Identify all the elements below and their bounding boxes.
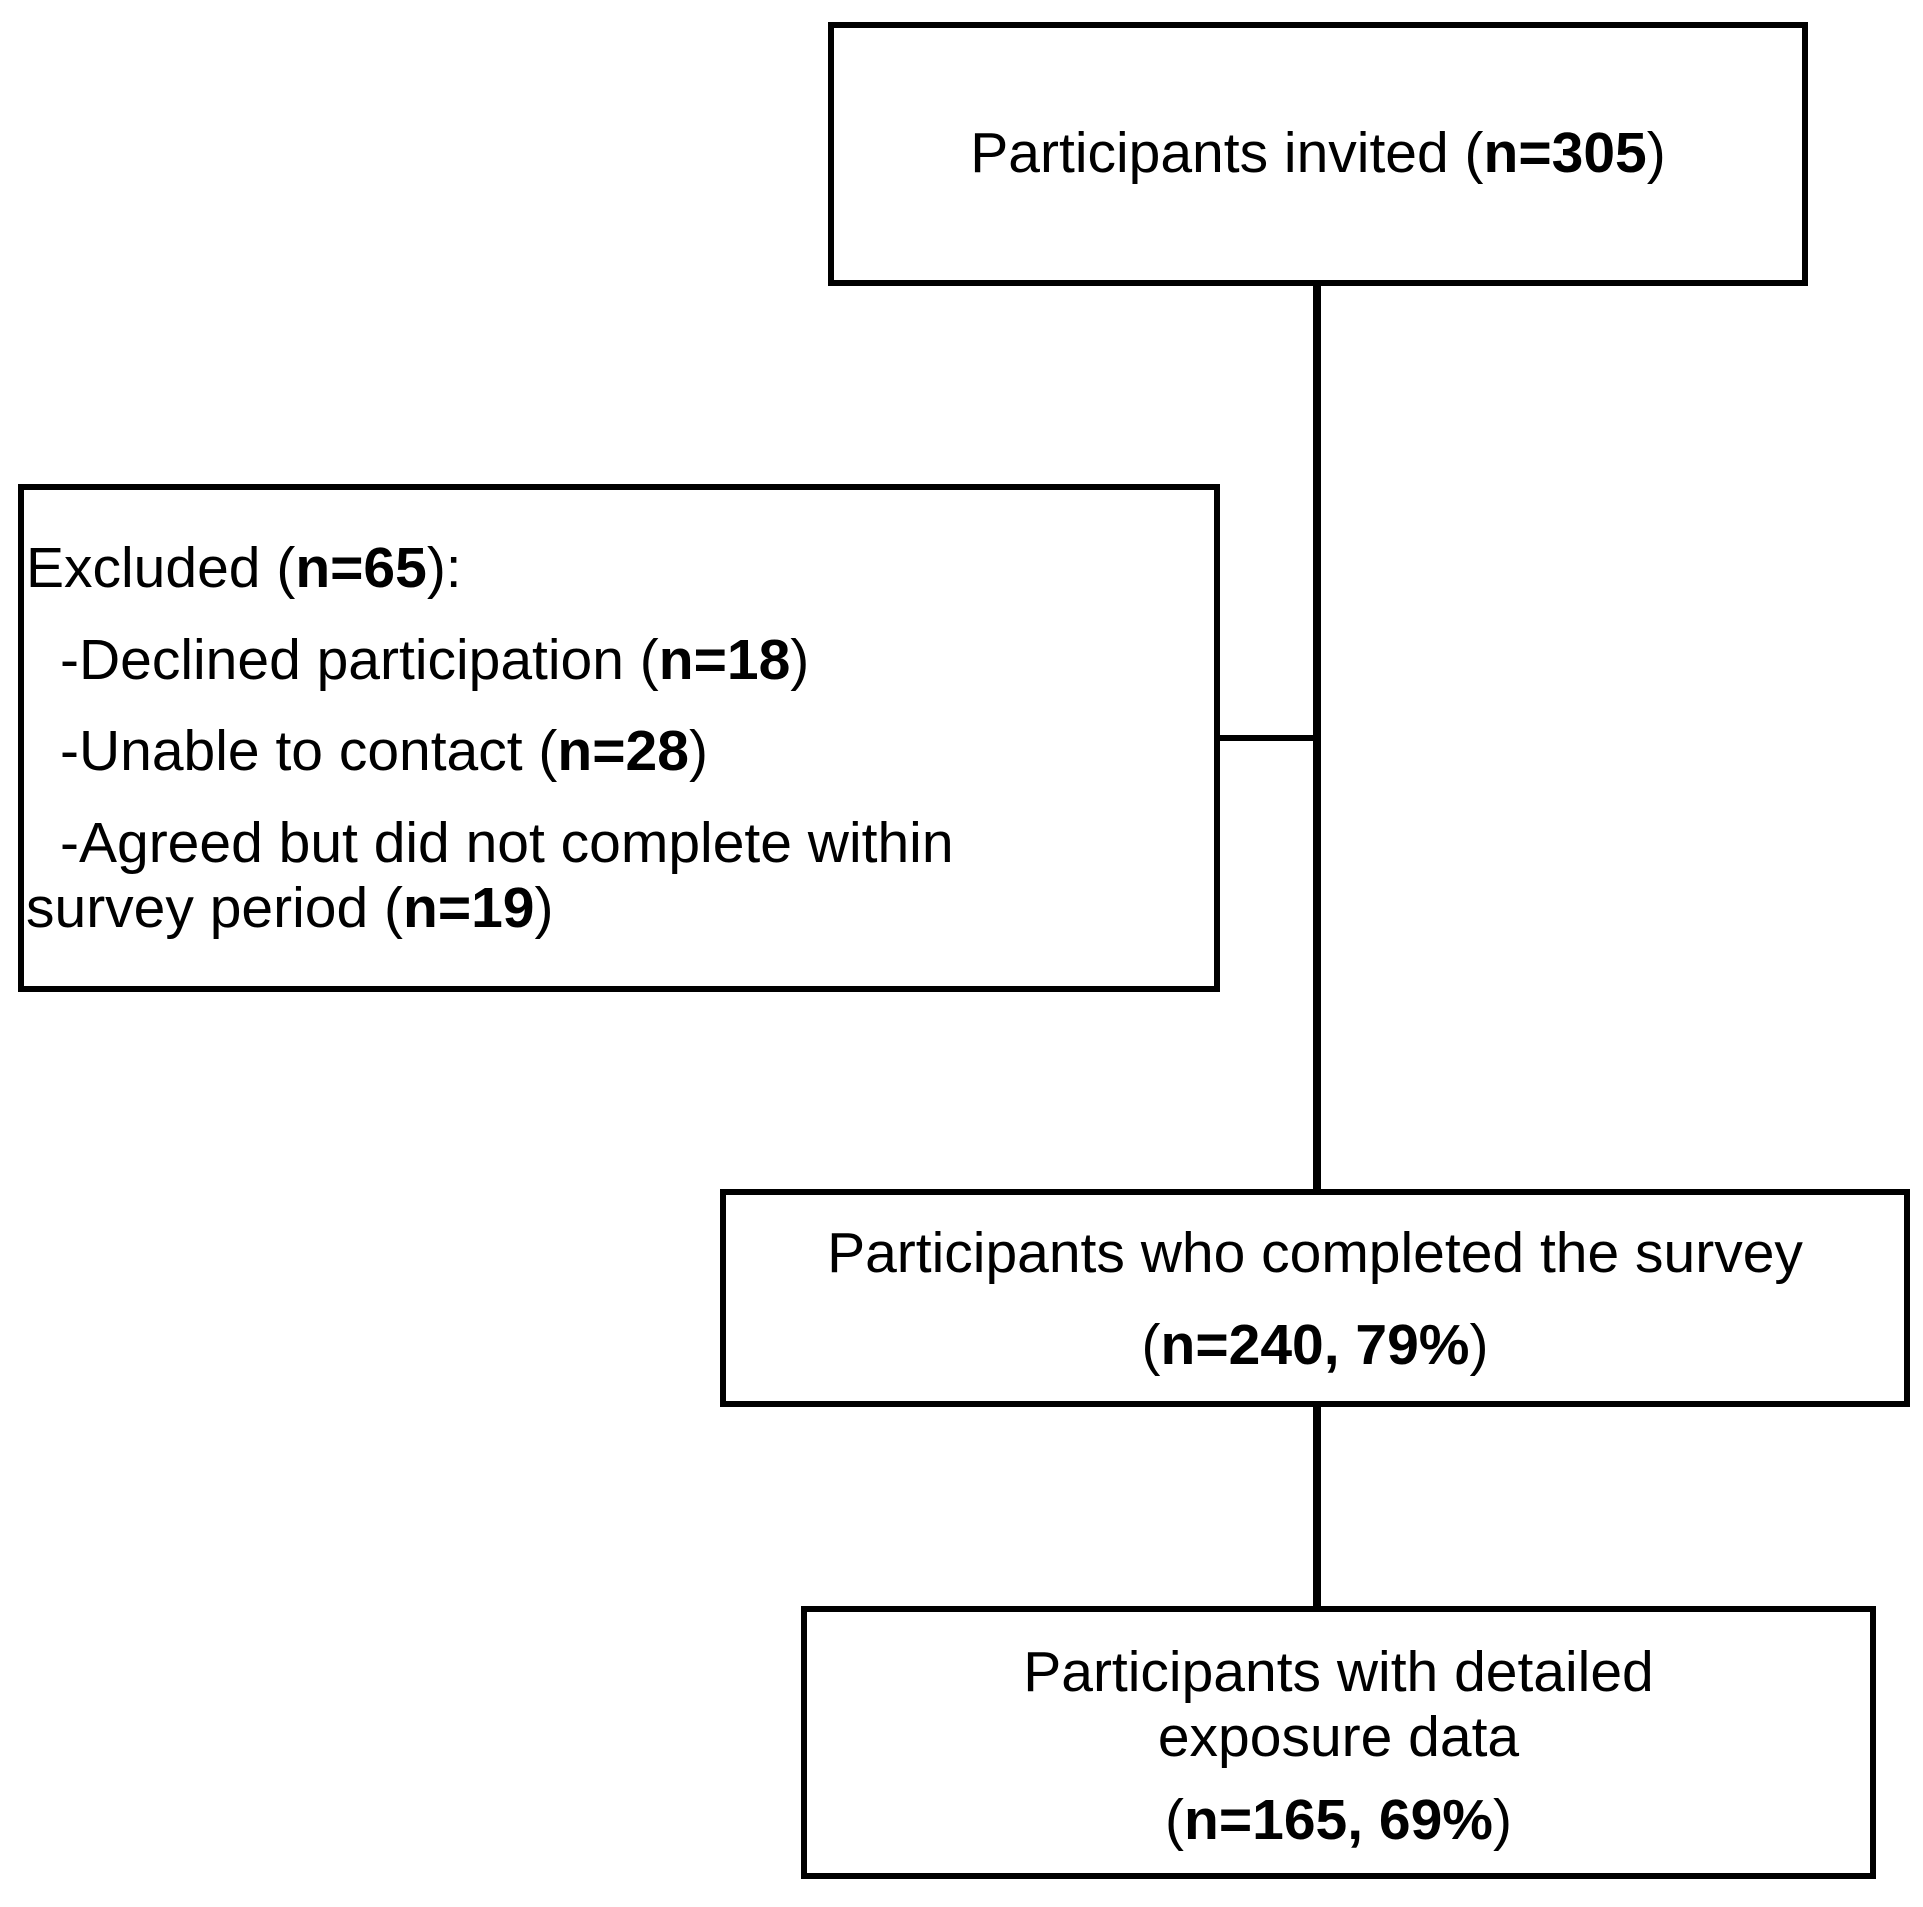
excluded-reason-unable-to-contact: -Unable to contact (n=28) bbox=[60, 723, 708, 780]
completed-box: Participants who completed the survey (n… bbox=[720, 1189, 1910, 1407]
reason-close: ) bbox=[534, 876, 554, 940]
detailed-label-line1: Participants with detailed bbox=[1023, 1640, 1654, 1704]
connector-invited-to-completed bbox=[1313, 286, 1321, 1189]
reason-label: -Unable to contact ( bbox=[60, 719, 558, 783]
reason-count: n=19 bbox=[403, 876, 535, 940]
excluded-close: ): bbox=[426, 536, 462, 600]
excluded-count: n=65 bbox=[295, 536, 427, 600]
invited-box: Participants invited (n=305) bbox=[828, 22, 1808, 286]
completed-open: ( bbox=[1141, 1313, 1161, 1377]
reason-count: n=28 bbox=[557, 719, 689, 783]
reason-label-cont: survey period ( bbox=[26, 876, 403, 940]
excluded-heading: Excluded (n=65): bbox=[26, 540, 462, 597]
reason-close: ) bbox=[688, 719, 708, 783]
completed-close: ) bbox=[1469, 1313, 1489, 1377]
excluded-reason-incomplete-line1: -Agreed but did not complete within bbox=[60, 811, 954, 875]
completed-label: Participants who completed the survey bbox=[827, 1221, 1803, 1285]
excluded-box: Excluded (n=65): -Declined participation… bbox=[18, 484, 1220, 992]
completed-count: n=240, 79% bbox=[1160, 1313, 1470, 1377]
reason-label: -Declined participation ( bbox=[60, 628, 659, 692]
invited-label: Participants invited ( bbox=[970, 121, 1484, 185]
detailed-exposure-box: Participants with detailed exposure data… bbox=[801, 1606, 1876, 1879]
connector-completed-to-detailed bbox=[1313, 1407, 1321, 1606]
invited-text: Participants invited (n=305) bbox=[834, 125, 1802, 182]
invited-count: n=305 bbox=[1483, 121, 1647, 185]
invited-close: ) bbox=[1646, 121, 1666, 185]
connector-branch-excluded bbox=[1220, 735, 1317, 741]
excluded-reason-declined: -Declined participation (n=18) bbox=[60, 632, 809, 689]
reason-count: n=18 bbox=[658, 628, 791, 692]
excluded-label: Excluded ( bbox=[26, 536, 296, 600]
detailed-count-line: (n=165, 69%) bbox=[807, 1792, 1870, 1849]
detailed-label-line2: exposure data bbox=[1157, 1705, 1520, 1769]
detailed-open: ( bbox=[1165, 1788, 1185, 1852]
reason-close: ) bbox=[790, 628, 810, 692]
detailed-close: ) bbox=[1492, 1788, 1512, 1852]
excluded-reason-incomplete-line2: survey period (n=19) bbox=[26, 880, 554, 937]
detailed-count: n=165, 69% bbox=[1184, 1788, 1493, 1852]
completed-count-line: (n=240, 79%) bbox=[726, 1317, 1904, 1374]
